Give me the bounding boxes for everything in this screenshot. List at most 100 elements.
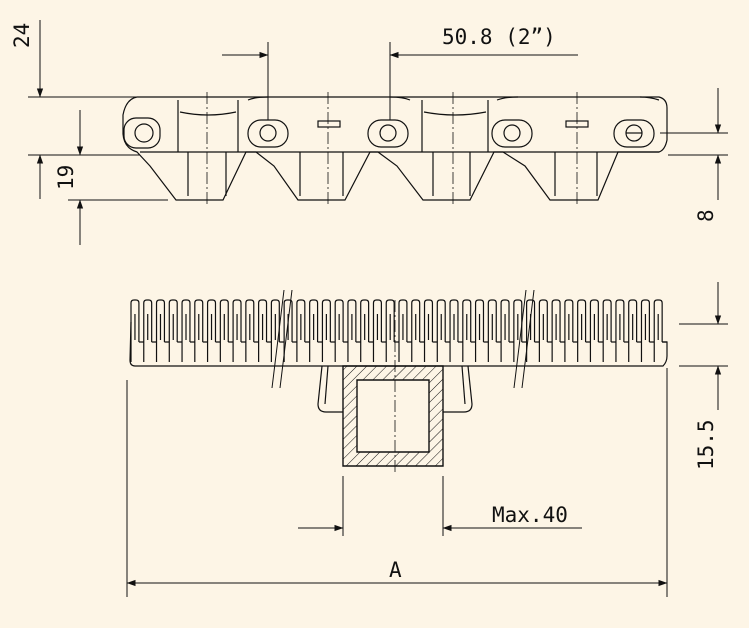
belt-tooth: [181, 299, 191, 362]
belt-tooth-slot: [632, 314, 642, 343]
belt-tooth: [206, 299, 217, 362]
belt-tooth-slot: [236, 314, 246, 343]
belt-tooth: [602, 299, 612, 362]
belt-tooth: [283, 299, 293, 362]
belt-tooth: [628, 299, 638, 362]
belt-tooth-slot: [364, 314, 374, 343]
belt-tooth-slot: [261, 314, 272, 343]
belt-tooth: [487, 299, 497, 362]
side-view-link-1: [179, 111, 237, 116]
belt-tooth: [219, 299, 229, 362]
side-view: [122, 92, 668, 205]
hinge-pin-1: [259, 124, 277, 142]
belt-tooth: [194, 299, 204, 362]
belt-tooth-slot: [478, 314, 489, 343]
belt-tooth-slot: [440, 314, 451, 343]
height-hinge-label: 8: [694, 209, 718, 222]
hinge-slot-3: [491, 119, 533, 148]
belt-bottom-edge: [135, 355, 668, 367]
height-total-label: 24: [10, 23, 34, 48]
belt-tooth-slot: [517, 314, 527, 343]
belt-tooth: [360, 299, 370, 362]
belt-tooth-slot: [274, 314, 285, 343]
belt-tooth: [653, 299, 663, 362]
belt-tooth: [513, 299, 523, 362]
belt-tooth: [309, 299, 319, 362]
belt-tooth: [423, 299, 434, 362]
belt-tooth: [334, 299, 344, 362]
belt-tooth: [270, 299, 280, 362]
belt-tooth: [436, 299, 446, 362]
belt-tooth: [245, 299, 255, 362]
hinge-pin-2: [379, 124, 397, 142]
belt-tooth-slot: [581, 314, 591, 343]
end-view-dimensions: [126, 282, 728, 597]
belt-tooth: [589, 299, 599, 362]
belt-tooth-slot: [453, 314, 463, 343]
belt-tooth-slot: [427, 314, 438, 343]
belt-tooth: [385, 299, 395, 362]
end-pin: [134, 123, 154, 143]
belt-tooth-slot: [223, 314, 234, 343]
belt-tooth: [411, 299, 421, 362]
belt-tooth-slot: [606, 314, 616, 343]
belt-tooth-slot: [185, 314, 195, 343]
belt-tooth-slot: [402, 314, 412, 343]
belt-tooth-slot: [491, 314, 502, 343]
hinge-slot-2: [367, 119, 409, 148]
hinge-slot-4: [613, 119, 655, 148]
belt-tooth-slot: [198, 314, 208, 343]
belt-tooth: [474, 299, 485, 362]
belt-tooth-slot: [210, 314, 221, 343]
belt-tooth-slot: [172, 314, 183, 343]
belt-tooth: [321, 299, 331, 362]
height-body-label: 19: [54, 165, 78, 190]
belt-end-right: [662, 341, 668, 356]
belt-tooth-slot: [466, 314, 476, 343]
belt-width-label: A: [389, 558, 402, 582]
belt-tooth: [538, 299, 548, 362]
belt-tooth: [449, 299, 459, 362]
belt-tooth: [296, 299, 306, 362]
belt-tooth-slot: [376, 314, 387, 343]
pitch-dimension-label: 50.8 (2”): [442, 25, 556, 49]
belt-tooth-slot: [300, 314, 310, 343]
belt-tooth: [577, 299, 587, 362]
belt-tooth: [130, 299, 140, 362]
belt-tooth-slot: [542, 314, 553, 343]
belt-tooth-slot: [593, 314, 604, 343]
rail-height-label: 15.5: [694, 419, 718, 470]
belt-tooth-slot: [147, 314, 157, 343]
belt-tooth-slot: [555, 314, 565, 343]
end-view: [129, 289, 668, 475]
belt-tooth-slot: [619, 314, 629, 343]
belt-tooth: [526, 299, 536, 362]
belt-tooth: [500, 299, 510, 362]
guide-tab-right: [443, 365, 473, 413]
side-view-body: [122, 96, 668, 201]
belt-tooth-slot: [325, 314, 336, 343]
end-cap: [123, 117, 161, 149]
belt-tooth-slot: [504, 314, 514, 343]
belt-tooth-slot: [644, 314, 655, 343]
guide-tab-left: [317, 365, 343, 413]
belt-tooth-slot: [313, 314, 323, 343]
belt-tooth: [258, 299, 268, 362]
hinge-pin-3: [503, 124, 521, 142]
belt-teeth: [130, 299, 668, 362]
belt-tooth: [232, 299, 242, 362]
belt-tooth: [640, 299, 650, 362]
belt-tooth: [372, 299, 382, 362]
belt-tooth-slot: [159, 314, 170, 343]
belt-end-left: [129, 321, 136, 367]
belt-tooth: [551, 299, 561, 362]
side-view-link-3: [423, 111, 487, 116]
belt-tooth: [347, 299, 357, 362]
guide-width-label: Max.40: [492, 503, 568, 527]
guide-rail: [342, 365, 444, 467]
belt-tooth: [564, 299, 574, 362]
belt-tooth: [155, 299, 166, 362]
belt-tooth: [143, 299, 153, 362]
belt-tooth: [168, 299, 178, 362]
belt-tooth-slot: [249, 314, 259, 343]
